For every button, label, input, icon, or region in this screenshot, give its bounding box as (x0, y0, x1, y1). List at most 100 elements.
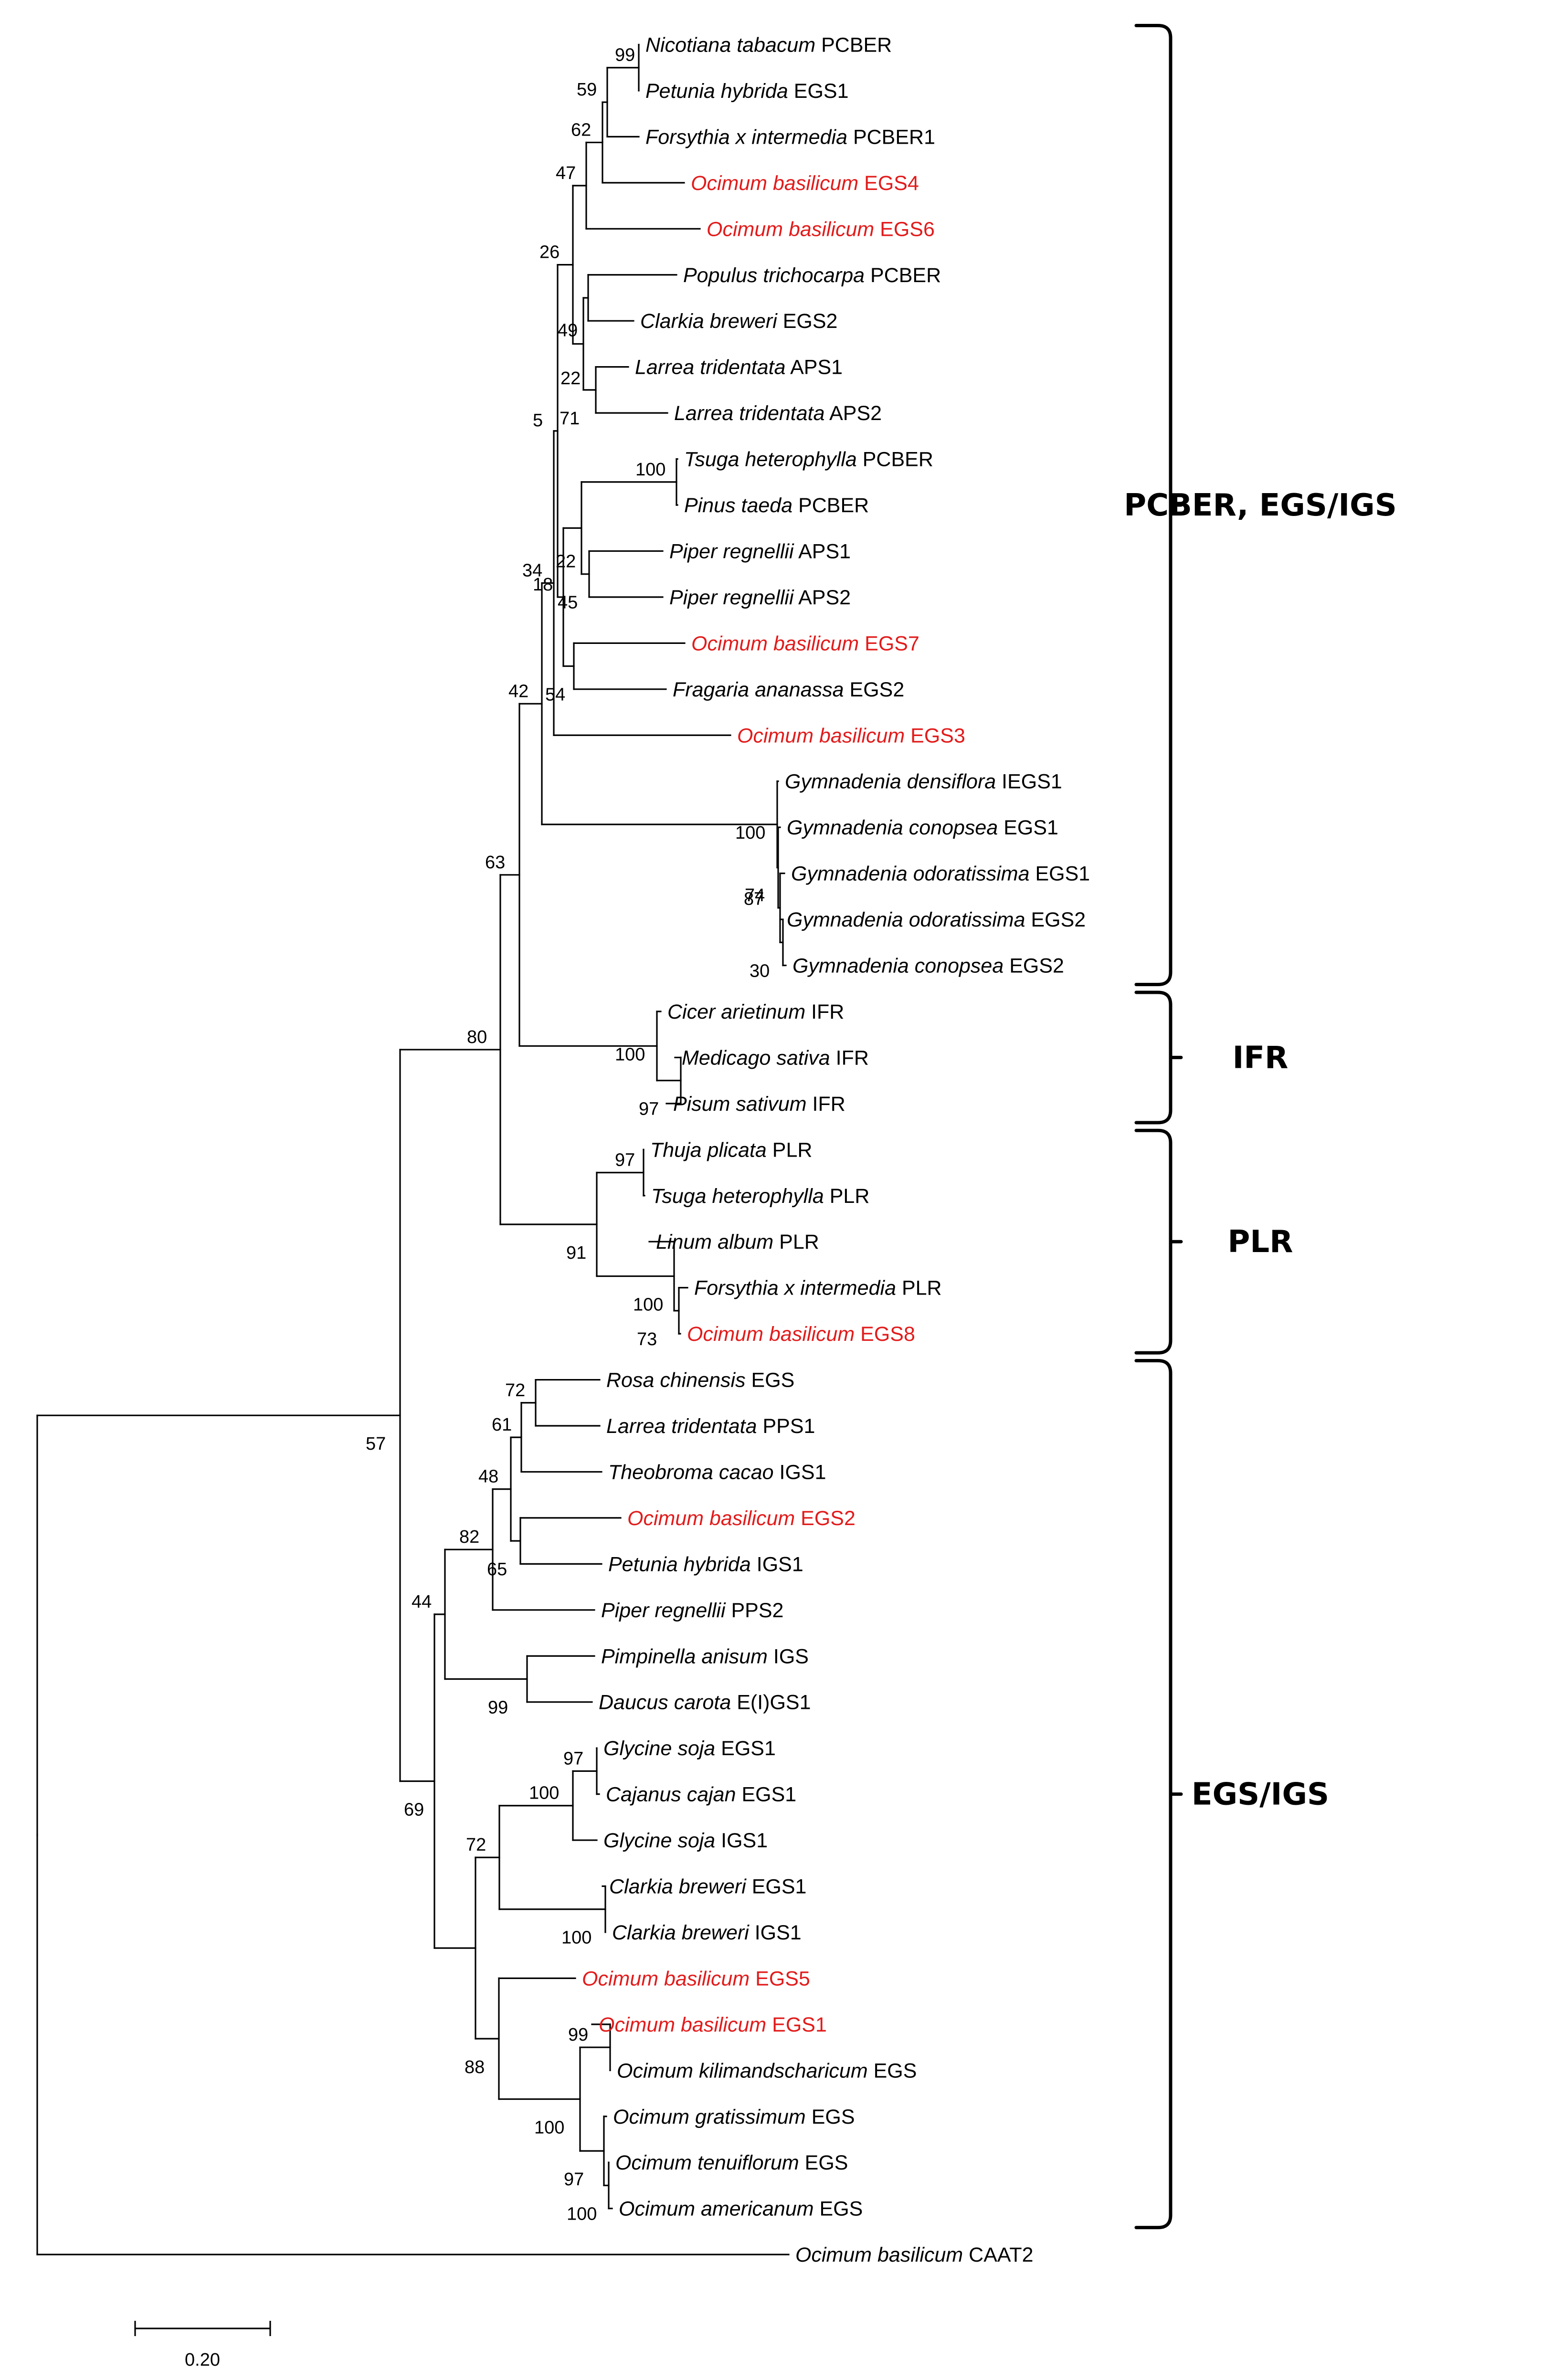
tree-branches (36, 43, 790, 2255)
leaf-species: Ocimum gratissimum (613, 2106, 806, 2128)
bootstrap-value: 100 (534, 2118, 564, 2138)
bootstrap-value: 87 (744, 889, 764, 909)
leaf-gene: IGS1 (715, 1829, 768, 1852)
scale-bar: 0.20 (134, 2321, 271, 2370)
leaf-label: Ocimum basilicum EGS3 (737, 724, 965, 747)
leaf-species: Ocimum tenuiflorum (615, 2151, 799, 2174)
leaf-species: Larrea tridentata (606, 1415, 757, 1438)
bootstrap-value: 65 (487, 1559, 507, 1580)
leaf-gene: PCBER (865, 264, 941, 287)
leaf-label: Gymnadenia conopsea EGS1 (787, 816, 1058, 839)
leaf-gene: EGS1 (998, 816, 1058, 839)
leaf-gene: APS2 (825, 402, 882, 425)
leaf-label: Glycine soja EGS1 (603, 1737, 776, 1760)
leaf-gene: EGS4 (858, 172, 919, 195)
bootstrap-value: 26 (539, 242, 560, 263)
leaf-label: Theobroma cacao IGS1 (608, 1461, 826, 1484)
leaf-gene: EGS1 (715, 1737, 776, 1760)
bootstrap-value: 73 (637, 1329, 657, 1349)
leaf-species: Larrea tridentata (674, 402, 825, 425)
bootstrap-value: 30 (750, 961, 770, 981)
leaf-label: Thuja plicata PLR (650, 1138, 812, 1161)
leaf-gene: EGS1 (736, 1783, 797, 1806)
leaf-label: Ocimum basilicum EGS6 (707, 218, 935, 241)
scale-bar-label: 0.20 (185, 2350, 220, 2370)
leaf-species: Fragaria ananassa (673, 678, 844, 701)
leaf-species: Clarkia breweri (640, 310, 778, 333)
leaf-species: Forsythia x intermedia (645, 126, 847, 148)
bootstrap-value: 72 (505, 1380, 525, 1401)
leaf-label: Gymnadenia odoratissima EGS2 (787, 908, 1086, 931)
bootstrap-value: 47 (556, 163, 576, 183)
leaf-label: Piper regnellii PPS2 (601, 1599, 783, 1622)
bootstrap-value: 100 (735, 823, 765, 843)
leaf-label: Pinus taeda PCBER (684, 494, 869, 517)
bootstrap-value: 100 (529, 1783, 559, 1803)
bootstrap-value: 97 (564, 2169, 584, 2190)
clade-label: PCBER, EGS/IGS (1124, 488, 1397, 523)
leaf-species: Daucus carota (599, 1691, 731, 1714)
leaf-gene: IFR (807, 1093, 845, 1116)
leaf-label: Larrea tridentata APS1 (635, 356, 843, 379)
clade-bracket (1134, 24, 1183, 986)
leaf-species: Ocimum basilicum (627, 1507, 795, 1530)
bootstrap-value: 42 (508, 681, 528, 701)
leaf-species: Ocimum basilicum (582, 1967, 750, 1990)
bootstrap-value: 44 (412, 1592, 432, 1612)
leaf-label: Clarkia breweri EGS2 (640, 310, 837, 333)
leaf-label: Ocimum basilicum EGS8 (687, 1323, 915, 1346)
bootstrap-value: 99 (568, 2025, 588, 2045)
bootstrap-value: 100 (567, 2204, 597, 2224)
leaf-gene: EGS (814, 2198, 863, 2221)
leaf-gene: EGS8 (855, 1323, 915, 1346)
leaf-species: Populus trichocarpa (683, 264, 865, 287)
leaf-species: Ocimum basilicum (795, 2243, 963, 2266)
leaf-species: Gymnadenia conopsea (787, 816, 998, 839)
leaf-label: Larrea tridentata APS2 (674, 402, 882, 425)
leaf-gene: EGS (799, 2151, 848, 2174)
leaf-label: Fragaria ananassa EGS2 (673, 678, 904, 701)
leaf-species: Ocimum basilicum (707, 218, 874, 241)
leaf-gene: EGS1 (788, 80, 849, 103)
leaf-gene: CAAT2 (963, 2243, 1033, 2266)
leaf-gene: EGS6 (874, 218, 935, 241)
leaf-label: Populus trichocarpa PCBER (683, 264, 941, 287)
bootstrap-value: 22 (560, 369, 581, 389)
leaf-species: Rosa chinensis (606, 1369, 746, 1392)
leaf-gene: EGS (806, 2106, 855, 2128)
leaf-species: Forsythia x intermedia (694, 1277, 896, 1300)
leaf-gene: PCBER1 (847, 126, 935, 148)
bootstrap-value: 54 (545, 685, 565, 705)
leaf-species: Ocimum americanum (619, 2198, 814, 2221)
bootstrap-value: 100 (615, 1044, 645, 1064)
bootstrap-value: 62 (571, 120, 591, 140)
leaf-label: Nicotiana tabacum PCBER (645, 34, 892, 57)
leaf-gene: E(I)GS1 (731, 1691, 811, 1714)
leaf-label: Pimpinella anisum IGS (601, 1645, 809, 1668)
leaf-gene: APS1 (786, 356, 843, 379)
bootstrap-value: 100 (635, 460, 665, 480)
clade-bracket (1134, 1128, 1183, 1355)
leaf-gene: EGS2 (1003, 955, 1064, 978)
leaf-label: Ocimum basilicum EGS7 (691, 632, 919, 655)
leaf-label: Ocimum basilicum EGS1 (599, 2013, 827, 2036)
leaf-species: Linum album (656, 1231, 773, 1253)
leaf-label: Ocimum basilicum EGS4 (691, 172, 919, 195)
leaf-species: Nicotiana tabacum (645, 34, 815, 57)
bootstrap-value: 18 (533, 575, 553, 595)
leaf-label: Clarkia breweri IGS1 (612, 1921, 802, 1944)
bootstrap-value: 88 (465, 2057, 485, 2077)
leaf-gene: EGS7 (859, 632, 919, 655)
leaf-label: Linum album PLR (656, 1231, 819, 1253)
leaf-label: Forsythia x intermedia PCBER1 (645, 126, 935, 148)
bootstrap-value: 61 (492, 1415, 512, 1435)
bootstrap-value: 34 (522, 561, 542, 581)
leaf-species: Gymnadenia conopsea (792, 955, 1003, 978)
leaf-species: Tsuga heterophylla (684, 448, 857, 471)
leaf-gene: EGS (746, 1369, 795, 1392)
leaf-label: Tsuga heterophylla PCBER (684, 448, 933, 471)
clade-bracket (1134, 1359, 1183, 2230)
leaf-label: Forsythia x intermedia PLR (694, 1277, 942, 1300)
leaf-species: Petunia hybrida (645, 80, 788, 103)
leaf-label: Cajanus cajan EGS1 (606, 1783, 796, 1806)
